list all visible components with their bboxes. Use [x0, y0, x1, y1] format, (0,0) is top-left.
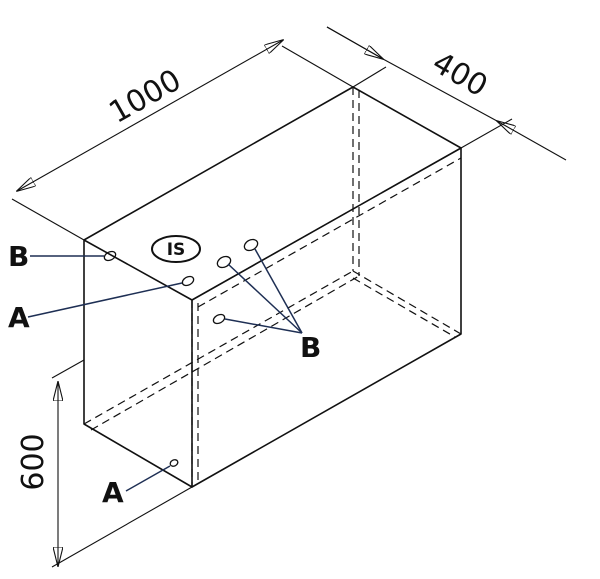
hidden-top-edge-inner: [197, 157, 462, 308]
hidden-bottom-back-edge-inner: [352, 277, 456, 338]
label-a-top: A: [8, 301, 30, 334]
extension-line-back-depth: [352, 66, 387, 88]
port-b-top-1: [216, 255, 232, 269]
dimension-lines: [17, 26, 567, 566]
dimension-height-text: 600: [16, 433, 51, 490]
dimension-line-depth-arrow-right: [497, 121, 567, 161]
extension-lines: [11, 45, 513, 568]
leader-b-right-2: [254, 248, 303, 334]
dimension-line-length: [17, 40, 283, 191]
leader-a-top: [27, 282, 183, 318]
leader-b-right-1: [227, 263, 303, 334]
is-marking-text: IS: [167, 240, 186, 260]
port-b-left: [103, 250, 117, 262]
front-face-outline: [83, 239, 193, 488]
leader-b-right-3: [224, 318, 303, 334]
leader-a-bottom: [125, 465, 171, 492]
dimension-depth-text: 400: [426, 45, 493, 104]
is-marking: IS: [151, 235, 201, 263]
box-visible-edges: [83, 86, 462, 488]
extension-line-height-bottom: [51, 486, 193, 568]
extension-line-right-depth: [460, 118, 513, 149]
ports: [103, 238, 259, 467]
label-b-left: B: [8, 240, 29, 273]
port-b-top-2: [243, 238, 259, 252]
is-marking-ellipse: [151, 235, 201, 263]
extension-line-height-top: [51, 359, 85, 379]
extension-line-back-top: [281, 45, 354, 88]
label-a-bottom: A: [102, 476, 124, 509]
dimension-line-depth-arrow-left: [326, 26, 383, 59]
port-a-top: [181, 275, 195, 287]
box-hidden-edges: [83, 87, 462, 487]
right-face-outline: [191, 148, 462, 488]
port-a-bottom: [169, 459, 179, 467]
dimension-line-depth-mid: [382, 58, 498, 122]
dimension-length-text: 1000: [103, 63, 187, 131]
leader-lines: [27, 248, 303, 492]
label-b-right: B: [300, 331, 321, 364]
hidden-bottom-back-edge: [352, 270, 462, 335]
extension-line-left-top: [11, 198, 85, 241]
port-b-front: [212, 313, 226, 325]
